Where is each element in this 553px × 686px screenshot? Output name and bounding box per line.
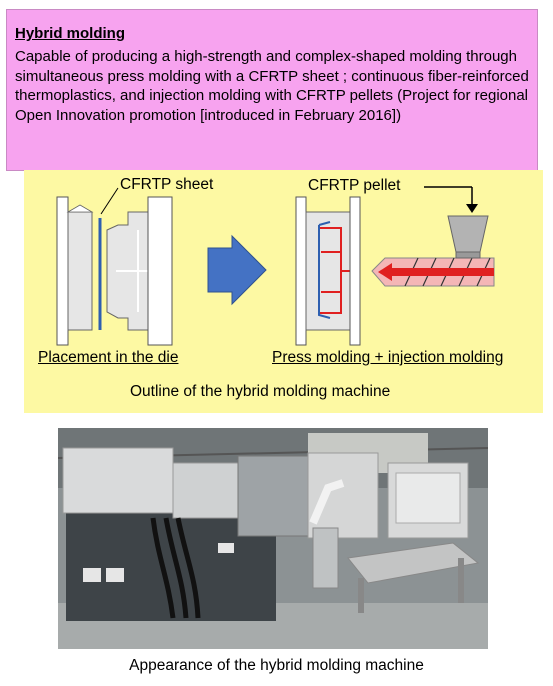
header-description: Capable of producing a high-strength and… bbox=[15, 48, 529, 124]
process-arrow bbox=[207, 234, 267, 306]
machine-cabinet bbox=[62, 447, 174, 514]
robot-cell bbox=[307, 452, 379, 539]
photo-caption: Appearance of the hybrid molding machine bbox=[129, 657, 424, 674]
left-mold-half bbox=[67, 211, 93, 331]
machine-photo-drawing bbox=[58, 428, 488, 649]
hopper bbox=[447, 215, 489, 253]
machine-photo bbox=[58, 428, 488, 649]
placement-caption: Placement in the die bbox=[38, 349, 179, 366]
cfrtp-sheet-label: CFRTP sheet bbox=[120, 176, 214, 193]
left-die-assembly bbox=[56, 187, 173, 346]
header-box: Hybrid molding Capable of producing a hi… bbox=[6, 9, 538, 171]
header-title: Hybrid molding bbox=[15, 25, 125, 42]
left-platen bbox=[56, 196, 69, 346]
resin-flow-arrow bbox=[378, 263, 494, 281]
right-right-platen bbox=[349, 196, 361, 346]
cfrtp-pellet-label: CFRTP pellet bbox=[308, 177, 401, 194]
right-platen bbox=[147, 196, 173, 346]
outline-caption: Outline of the hybrid molding machine bbox=[130, 383, 391, 400]
right-die-assembly bbox=[295, 186, 495, 346]
formed-sheet bbox=[318, 221, 331, 319]
press-injection-caption: Press molding + injection molding bbox=[272, 349, 504, 366]
right-left-platen bbox=[295, 196, 307, 346]
